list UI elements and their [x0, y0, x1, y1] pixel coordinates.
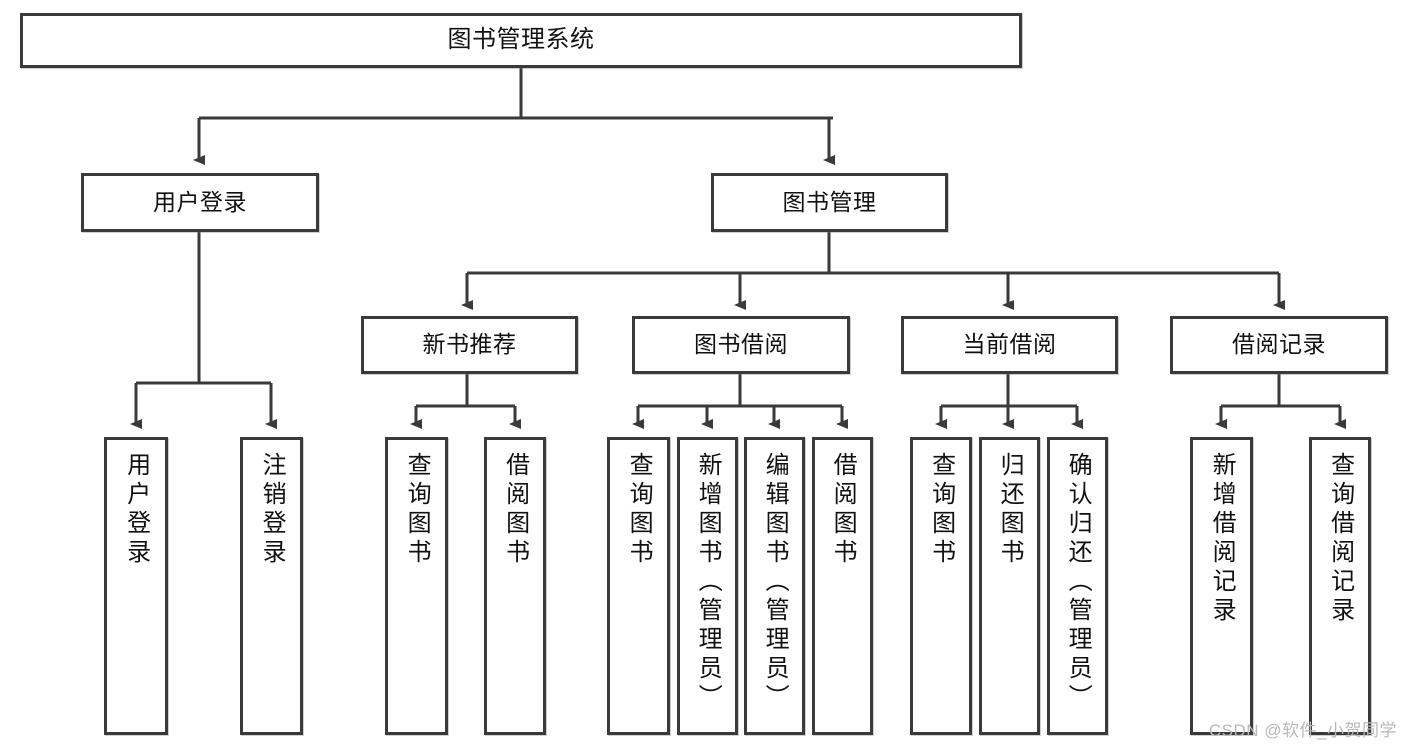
- node-label: 查询图书: [625, 452, 653, 568]
- node-label: 新书推荐: [422, 331, 517, 358]
- leaf-record-query-borrow-record[interactable]: 查询借阅记录: [1309, 437, 1371, 735]
- node-user-login[interactable]: 用户登录: [81, 173, 319, 232]
- leaf-user-login[interactable]: 用户登录: [104, 437, 168, 735]
- node-label: 借阅图书: [829, 452, 857, 568]
- node-label: 新增图书（管理员）: [694, 452, 722, 713]
- leaf-current-return-book[interactable]: 归还图书: [979, 437, 1040, 735]
- node-label: 借阅图书: [501, 452, 529, 568]
- leaf-logout[interactable]: 注销登录: [240, 437, 303, 735]
- node-label: 借阅记录: [1232, 331, 1326, 358]
- leaf-recommend-query-book[interactable]: 查询图书: [385, 437, 448, 735]
- node-label: 用户登录: [153, 188, 247, 215]
- node-label: 归还图书: [996, 452, 1024, 568]
- node-label: 确认归还（管理员）: [1064, 452, 1092, 713]
- node-label: 查询图书: [927, 452, 955, 568]
- node-label: 注销登录: [258, 452, 286, 568]
- csdn-watermark: CSDN @软件_小贺同学: [1208, 721, 1397, 740]
- leaf-current-confirm-return-admin[interactable]: 确认归还（管理员）: [1047, 437, 1108, 735]
- leaf-borrow-query-book[interactable]: 查询图书: [607, 437, 670, 735]
- node-new-book-recommend[interactable]: 新书推荐: [361, 316, 578, 374]
- node-borrow-record[interactable]: 借阅记录: [1170, 316, 1388, 374]
- node-label: 图书管理: [782, 188, 877, 215]
- node-book-borrow[interactable]: 图书借阅: [632, 316, 850, 374]
- node-label: 用户登录: [122, 452, 150, 568]
- node-root-system[interactable]: 图书管理系统: [20, 13, 1022, 68]
- node-book-management[interactable]: 图书管理: [711, 173, 948, 232]
- node-label: 图书借阅: [694, 331, 788, 358]
- node-label: 查询图书: [403, 452, 431, 568]
- leaf-borrow-borrow-book[interactable]: 借阅图书: [812, 437, 873, 735]
- node-label: 图书管理系统: [447, 26, 595, 54]
- leaf-current-query-book[interactable]: 查询图书: [910, 437, 972, 735]
- node-label: 编辑图书（管理员）: [761, 452, 789, 713]
- node-current-borrow[interactable]: 当前借阅: [901, 316, 1118, 374]
- node-label: 当前借阅: [962, 331, 1057, 358]
- leaf-borrow-add-book-admin[interactable]: 新增图书（管理员）: [677, 437, 738, 735]
- leaf-borrow-edit-book-admin[interactable]: 编辑图书（管理员）: [744, 437, 805, 735]
- leaf-recommend-borrow-book[interactable]: 借阅图书: [484, 437, 546, 735]
- node-label: 新增借阅记录: [1208, 452, 1236, 626]
- leaf-record-add-borrow-record[interactable]: 新增借阅记录: [1190, 437, 1253, 735]
- node-label: 查询借阅记录: [1326, 452, 1354, 626]
